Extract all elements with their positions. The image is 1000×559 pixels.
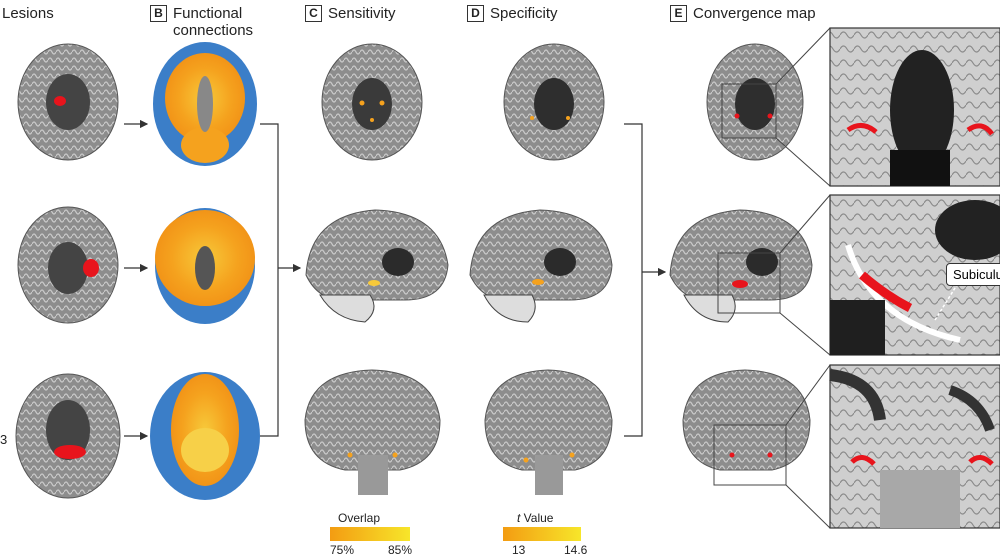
bracket-d-e — [624, 123, 643, 437]
zoom-panel-coronal — [829, 364, 1000, 529]
overlap-legend-max: 85% — [388, 543, 413, 557]
tvalue-legend-max: 14.6 — [564, 543, 588, 557]
zoom-line-3b — [785, 484, 831, 529]
connection-brain-1 — [153, 42, 257, 166]
lesion-spot-3 — [54, 445, 86, 459]
zoom-line-2b — [779, 312, 831, 356]
panel-letter-d: D — [467, 5, 484, 22]
connection-brain-2 — [155, 208, 255, 324]
overlap-legend-title: Overlap — [338, 511, 381, 525]
bracket-b-c — [260, 123, 279, 437]
zoom-panel-sagittal — [829, 194, 1000, 356]
zoom-panel-axial — [829, 27, 1000, 187]
panel-letter-e: E — [670, 5, 687, 22]
convergence-sagittal — [669, 209, 813, 323]
zoom-line-1a — [775, 27, 831, 85]
zoom-line-1b — [775, 137, 831, 187]
overlap-colorbar — [330, 527, 410, 541]
connection-brain-3 — [150, 372, 260, 500]
subiculum-callout: Subiculu — [946, 263, 1000, 286]
zoom-line-3a — [785, 364, 831, 426]
convergence-coronal — [682, 369, 811, 486]
specificity-coronal — [484, 369, 613, 495]
lesion-brain-3 — [15, 373, 121, 499]
lesion-spot-1 — [54, 96, 66, 106]
panel-header-lesions: Lesions — [2, 5, 54, 22]
specificity-sagittal — [469, 209, 613, 323]
lesion-spot-2 — [83, 259, 99, 277]
specificity-axial — [503, 43, 605, 161]
tvalue-legend-min: 13 — [512, 543, 526, 557]
overlap-legend-min: 75% — [330, 543, 355, 557]
lesion-brain-2 — [17, 206, 119, 324]
zoom-line-2a — [779, 194, 831, 254]
sensitivity-coronal — [304, 369, 441, 495]
tvalue-legend-title: t Value — [517, 511, 554, 525]
panel-letter-c: C — [305, 5, 322, 22]
sensitivity-sagittal — [305, 209, 449, 323]
convergence-axial — [706, 43, 804, 161]
row-marker-3: 3 — [0, 432, 8, 447]
tvalue-colorbar — [503, 527, 581, 541]
lesion-brain-1 — [17, 43, 119, 161]
sensitivity-axial — [321, 43, 423, 161]
